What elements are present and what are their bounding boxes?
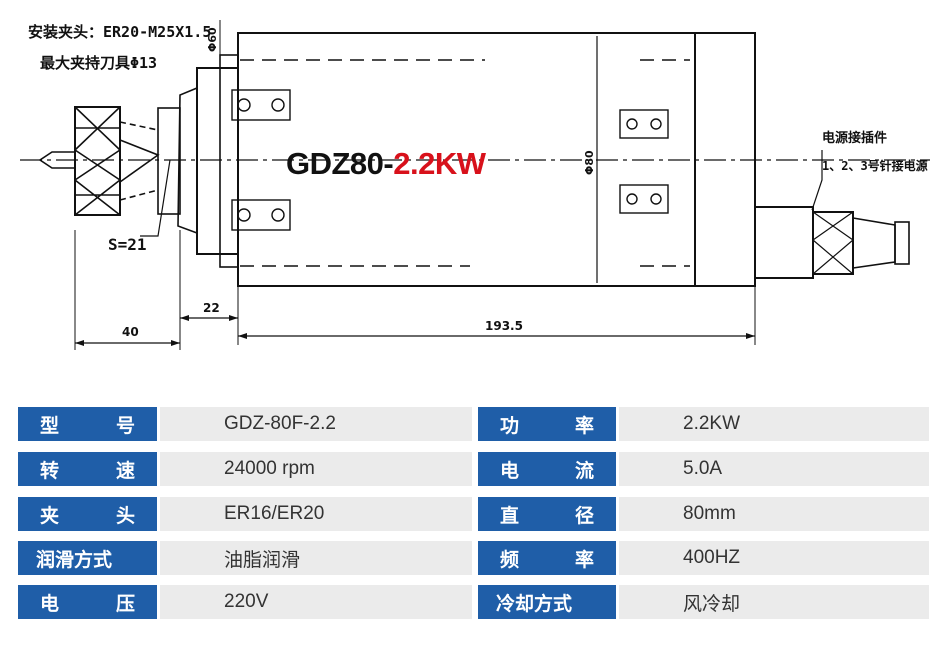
connector-knurl-hatch [812, 211, 854, 275]
dim-diameter-80: Φ80 [583, 150, 596, 175]
dim-diameter-60: Φ60 [206, 27, 219, 52]
spec-label-current: 电流 [478, 452, 616, 486]
spec-value-voltage: 220V [160, 585, 472, 619]
connector-plug [852, 217, 896, 269]
connector-end [894, 221, 910, 265]
spec-row: 润滑方式 油脂润滑 频率 400HZ [18, 541, 929, 575]
dim-40-text: 40 [122, 325, 139, 339]
rear-bearings [619, 109, 669, 214]
collet-nut-hatch [74, 106, 121, 216]
spec-row: 转速 24000 rpm 电流 5.0A [18, 452, 929, 486]
spec-label-collet: 夹头 [18, 497, 157, 531]
collet-taper [119, 121, 159, 201]
model-title-prefix: GDZ80- [286, 146, 394, 181]
spec-label-lubrication: 润滑方式 [18, 541, 157, 575]
spec-label-model: 型号 [18, 407, 157, 441]
spec-value-diameter: 80mm [619, 497, 929, 531]
dim-22-text: 22 [203, 301, 220, 315]
model-title-power: 2.2KW [393, 146, 486, 181]
note-wrench-size: S=21 [108, 235, 147, 254]
spec-label-cooling: 冷却方式 [478, 585, 616, 619]
spindle-shaft [157, 107, 181, 215]
connector-housing [754, 206, 814, 279]
spindle-technical-drawing: 安装夹头：ER20-M25X1.5 最大夹持刀具Φ13 S=21 电源接插件 1… [20, 20, 930, 350]
spec-row: 夹头 ER16/ER20 直径 80mm [18, 497, 929, 531]
spec-value-frequency: 400HZ [619, 541, 929, 575]
note-install-chuck: 安装夹头：ER20-M25X1.5 [28, 23, 211, 41]
spec-value-current: 5.0A [619, 452, 929, 486]
spec-value-power: 2.2KW [619, 407, 929, 441]
spec-value-cooling: 风冷却 [619, 585, 929, 619]
note-power-connector: 电源接插件 [822, 130, 887, 146]
flange-inner-step [219, 54, 239, 268]
spec-label-diameter: 直径 [478, 497, 616, 531]
spec-label-speed: 转速 [18, 452, 157, 486]
spec-value-lubrication: 油脂润滑 [160, 541, 472, 575]
spec-row: 型号 GDZ-80F-2.2 功率 2.2KW [18, 407, 929, 441]
spec-row: 电压 220V 冷却方式 风冷却 [18, 585, 929, 619]
spec-label-voltage: 电压 [18, 585, 157, 619]
leader-wrench [140, 159, 171, 237]
front-bearings [231, 89, 291, 231]
leader-connector [811, 150, 823, 211]
spec-value-collet: ER16/ER20 [160, 497, 472, 531]
spec-label-frequency: 频率 [478, 541, 616, 575]
spec-value-speed: 24000 rpm [160, 452, 472, 486]
note-max-tool: 最大夹持刀具Φ13 [40, 54, 157, 72]
spec-label-power: 功率 [478, 407, 616, 441]
connector-knurl [812, 211, 854, 275]
model-title: GDZ80-2.2KW [286, 146, 486, 182]
note-connector-pins: 1、2、3号针接电源 [822, 158, 928, 173]
collet-cone [119, 139, 160, 183]
collet-nut [74, 106, 121, 216]
dim-193-text: 193.5 [485, 319, 523, 333]
spec-value-model: GDZ-80F-2.2 [160, 407, 472, 441]
